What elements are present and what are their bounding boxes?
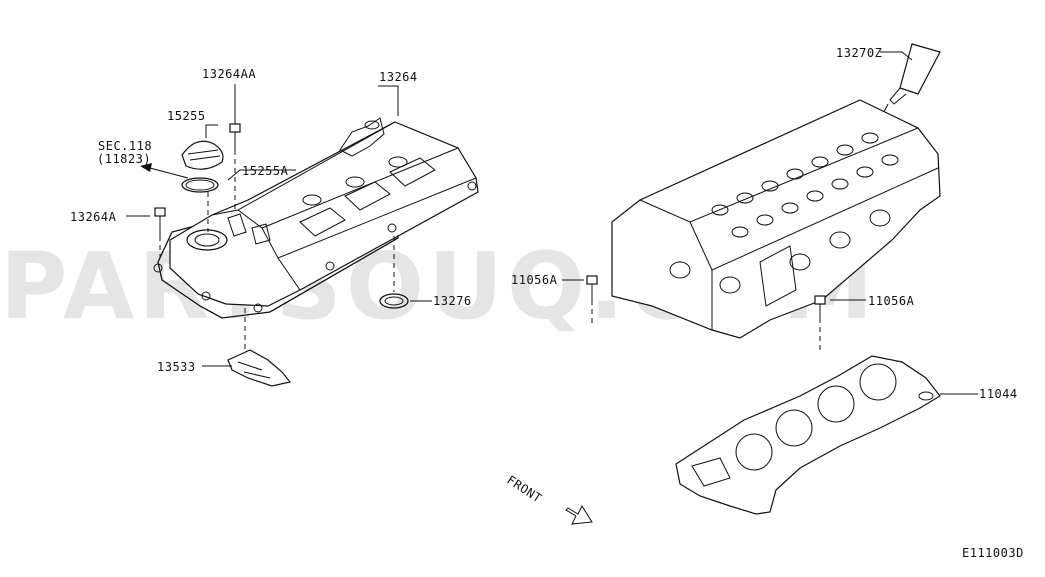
label-sec-ref: SEC.118 — [98, 139, 152, 153]
label-11056a-left: 11056A — [511, 273, 558, 287]
rocker-cover[interactable] — [153, 117, 479, 319]
front-label: FRONT — [504, 473, 544, 506]
cover-bolt-left[interactable] — [154, 207, 166, 236]
cover-bolt-top[interactable] — [229, 84, 241, 150]
cover-seal-ring[interactable] — [379, 293, 409, 309]
label-15255: 15255 — [167, 109, 206, 123]
head-bolt-right[interactable] — [814, 295, 826, 318]
label-13264a: 13264A — [70, 210, 117, 224]
baffle-plate[interactable] — [227, 349, 292, 387]
label-13533: 13533 — [157, 360, 196, 374]
cylinder-head[interactable] — [611, 99, 941, 339]
label-15255a: 15255A — [242, 164, 289, 178]
front-arrow — [565, 504, 593, 525]
oil-filler-cap[interactable] — [181, 140, 224, 170]
label-13264aa: 13264AA — [202, 67, 256, 81]
head-gasket[interactable] — [675, 355, 941, 515]
label-sec-ref-code: (11823) — [97, 152, 151, 166]
diagram-code: E111003D — [962, 546, 1024, 560]
label-13276: 13276 — [433, 294, 472, 308]
label-13270z: 13270Z — [836, 46, 882, 60]
head-bolt-left[interactable] — [586, 275, 598, 300]
label-11044: 11044 — [979, 387, 1018, 401]
label-11056a-right: 11056A — [868, 294, 915, 308]
cap-seal-ring[interactable] — [181, 177, 219, 193]
label-13264: 13264 — [379, 70, 418, 84]
sealant-tube[interactable] — [883, 43, 941, 113]
sec-reference-arrow — [140, 163, 189, 179]
